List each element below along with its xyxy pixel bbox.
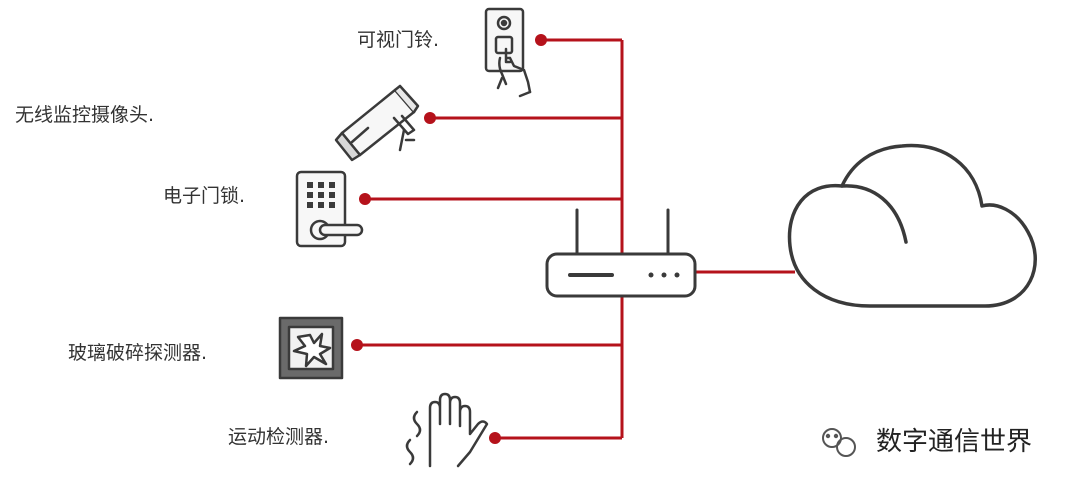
label-motion: 运动检测器. bbox=[228, 426, 329, 448]
label-doorbell: 可视门铃. bbox=[357, 29, 439, 51]
dot-lock bbox=[359, 193, 371, 205]
security-camera-icon bbox=[334, 84, 420, 162]
connection-lines bbox=[357, 38, 795, 440]
dot-camera bbox=[424, 112, 436, 124]
cloud-icon bbox=[787, 143, 1037, 308]
dot-glass bbox=[351, 339, 363, 351]
motion-detector-hand-icon bbox=[405, 392, 489, 468]
router-icon bbox=[545, 208, 697, 298]
dot-doorbell bbox=[535, 34, 547, 46]
wechat-official-account-icon bbox=[822, 428, 856, 457]
watermark-text: 数字通信世界 bbox=[876, 427, 1032, 457]
label-glass: 玻璃破碎探测器. bbox=[68, 342, 207, 364]
dot-motion bbox=[489, 432, 501, 444]
label-lock: 电子门锁. bbox=[163, 185, 245, 207]
label-camera: 无线监控摄像头. bbox=[15, 104, 154, 126]
watermark: 数字通信世界 bbox=[822, 427, 1032, 457]
glass-break-detector-icon bbox=[278, 316, 344, 380]
video-doorbell-icon bbox=[484, 7, 532, 98]
keypad-door-lock-icon bbox=[295, 170, 364, 248]
connection-dots bbox=[351, 34, 547, 444]
